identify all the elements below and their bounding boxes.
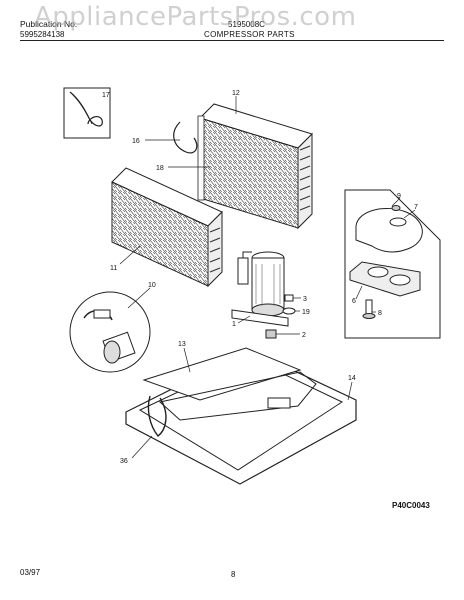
capillary-tube-detail [63, 87, 111, 139]
compressor [231, 251, 289, 327]
callout-18: 18 [156, 165, 164, 172]
callout-36: 36 [120, 458, 128, 465]
base-pan [125, 347, 357, 485]
callout-labels: 17 12 16 18 11 9 7 10 3 19 1 2 6 8 13 14… [102, 90, 418, 465]
callout-7: 7 [414, 204, 418, 211]
callout-9: 9 [397, 193, 401, 200]
tube-loop [173, 121, 198, 154]
figure-code: P40C0043 [392, 501, 430, 510]
callout-2: 2 [302, 332, 306, 339]
condenser-coil [197, 103, 313, 230]
callout-3: 3 [303, 296, 307, 303]
callout-19: 19 [302, 309, 310, 316]
footer-date: 03/97 [20, 568, 41, 577]
watermark: AppliancePartsPros.com [34, 2, 357, 32]
header-rule [20, 40, 444, 41]
callout-1: 1 [232, 321, 236, 328]
page-number: 8 [231, 570, 236, 579]
publication-number: 5995284138 [20, 30, 65, 39]
grommet-hardware [265, 294, 296, 339]
overload-cover-detail [344, 189, 441, 339]
callout-17: 17 [102, 92, 110, 99]
callout-13: 13 [178, 341, 186, 348]
callout-14: 14 [348, 375, 356, 382]
callout-16: 16 [132, 138, 140, 145]
callout-8: 8 [378, 310, 382, 317]
callout-12: 12 [232, 90, 240, 97]
section-title: COMPRESSOR PARTS [204, 30, 295, 39]
evaporator-coil [111, 167, 223, 288]
callout-11: 11 [110, 265, 117, 272]
publication-label: Publication No. [20, 19, 78, 29]
capacitor-detail [69, 291, 151, 373]
model-number: 5195008C [228, 20, 265, 29]
leader-lines [119, 96, 416, 459]
callout-10: 10 [148, 282, 156, 289]
callout-6: 6 [352, 298, 356, 305]
